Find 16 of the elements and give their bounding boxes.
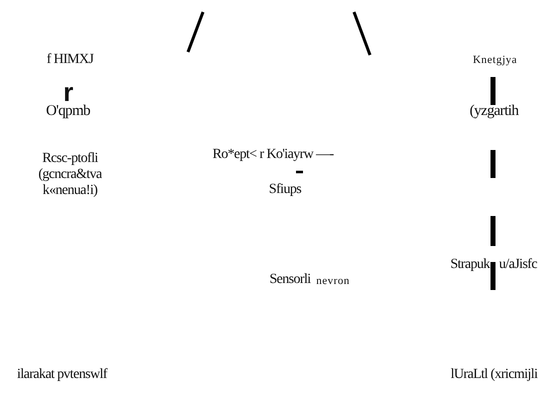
label-text: lUraLtl (xricmijli <box>450 368 538 382</box>
label-text: Sfiups <box>268 183 302 197</box>
label-text: Ro*ept< r Ko'iayrw —- <box>212 148 334 162</box>
label-text: u/aJisfc <box>499 258 537 272</box>
label-text: ilarakat pvtenswlf <box>17 368 107 382</box>
label-text: Knetgjya <box>472 54 518 66</box>
label-text: (gcncra&tva <box>38 168 102 182</box>
label-text: k«nenua!i) <box>42 184 98 198</box>
label-text: Sensorli <box>269 273 311 287</box>
label-text: f HIMXJ <box>46 53 94 67</box>
label-text: nevron <box>316 276 350 286</box>
label-text: Strapuk <box>450 258 490 272</box>
label-text: (yzgartih <box>470 104 518 118</box>
label-text: O'qpmb <box>46 104 90 118</box>
label-text: r <box>63 79 73 105</box>
label-text: Rcsc-ptofli <box>42 152 98 166</box>
